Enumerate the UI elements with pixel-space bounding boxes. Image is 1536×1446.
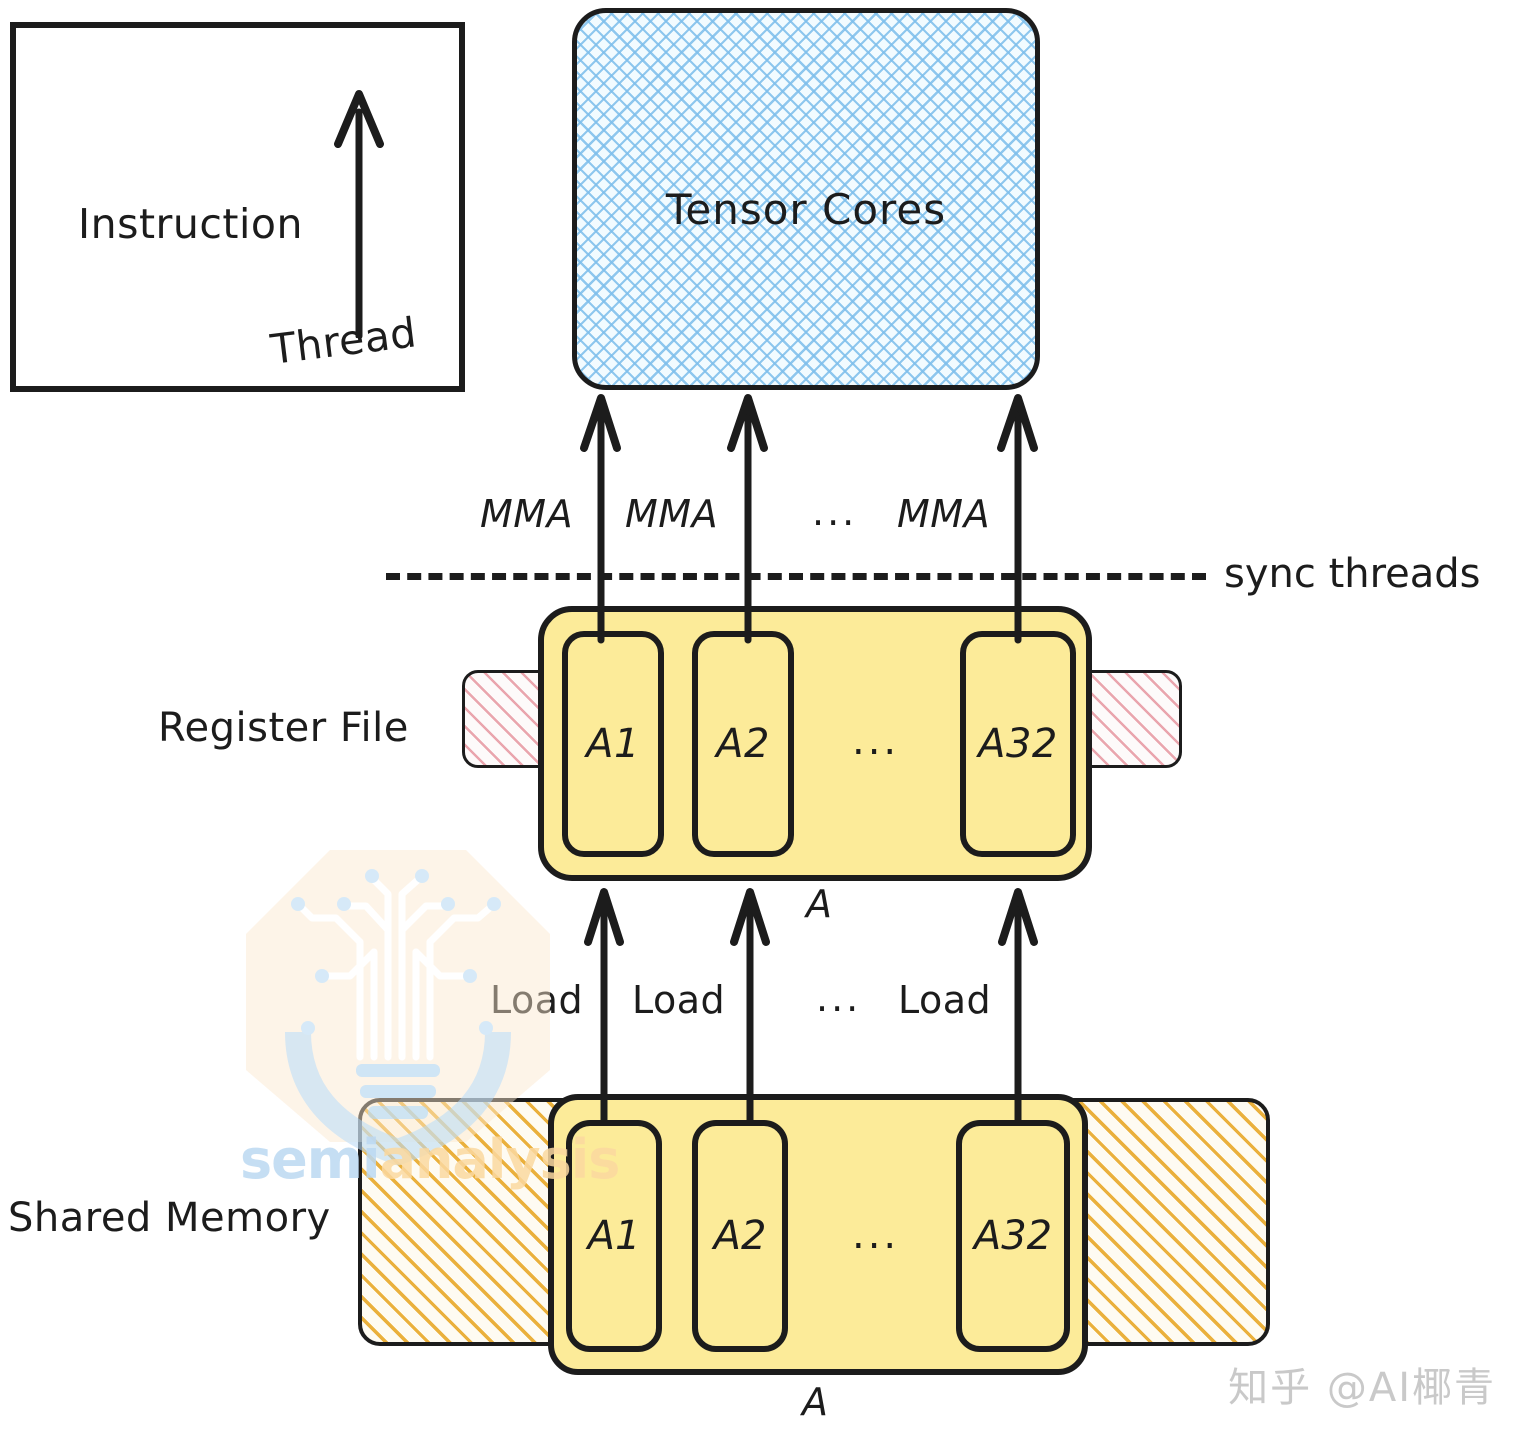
- shared-memory-group-label: A: [802, 1380, 828, 1424]
- register-file-label: Register File: [158, 705, 409, 751]
- load-label-2: Load: [632, 978, 726, 1022]
- load-arrow-3: [998, 888, 1038, 1124]
- tensor-cores-box[interactable]: Tensor Cores: [572, 8, 1040, 390]
- shared-memory-slot-a32[interactable]: A32: [956, 1120, 1070, 1352]
- semianalysis-wordmark: semianalysis: [240, 1128, 621, 1191]
- register-slot-a1[interactable]: A1: [562, 631, 664, 857]
- sync-threads-label: sync threads: [1224, 551, 1481, 597]
- legend-box: Instruction Thread: [10, 22, 465, 392]
- semianalysis-wordmark-suffix: analysis: [379, 1128, 621, 1191]
- instruction-thread-arrow-icon: [334, 90, 384, 338]
- load-label-3: Load: [898, 978, 992, 1022]
- register-slots-ellipsis: ...: [852, 718, 900, 764]
- load-label-1: Load: [490, 978, 583, 1022]
- shared-memory-slot-a1[interactable]: A1: [566, 1120, 662, 1352]
- shared-memory-slot-a2[interactable]: A2: [692, 1120, 788, 1352]
- mma-label-2: MMA: [625, 492, 719, 536]
- sync-threads-divider: [386, 573, 1206, 580]
- mma-arrow-1: [580, 394, 621, 644]
- legend-thread-label: Thread: [268, 308, 420, 374]
- register-slot-a32[interactable]: A32: [960, 631, 1076, 857]
- register-slot-a2[interactable]: A2: [692, 631, 794, 857]
- load-arrow-1: [584, 888, 624, 1124]
- semianalysis-wordmark-prefix: semi: [240, 1128, 381, 1191]
- load-ellipsis: ...: [816, 976, 862, 1020]
- tensor-cores-label: Tensor Cores: [665, 185, 947, 234]
- register-file-group-label: A: [806, 882, 832, 926]
- mma-arrow-2: [727, 394, 768, 644]
- mma-ellipsis: ...: [812, 490, 858, 534]
- legend-instruction-label: Instruction: [78, 200, 303, 248]
- mma-label-1: MMA: [480, 492, 574, 536]
- shared-memory-label: Shared Memory: [8, 1195, 331, 1241]
- mma-label-3: MMA: [897, 492, 991, 536]
- load-arrow-2: [730, 888, 770, 1124]
- shared-memory-slots-ellipsis: ...: [852, 1212, 900, 1258]
- mma-arrow-3: [997, 394, 1038, 644]
- semianalysis-logo-icon: [246, 850, 550, 1166]
- zhihu-watermark: 知乎 @AI椰青: [1228, 1365, 1496, 1411]
